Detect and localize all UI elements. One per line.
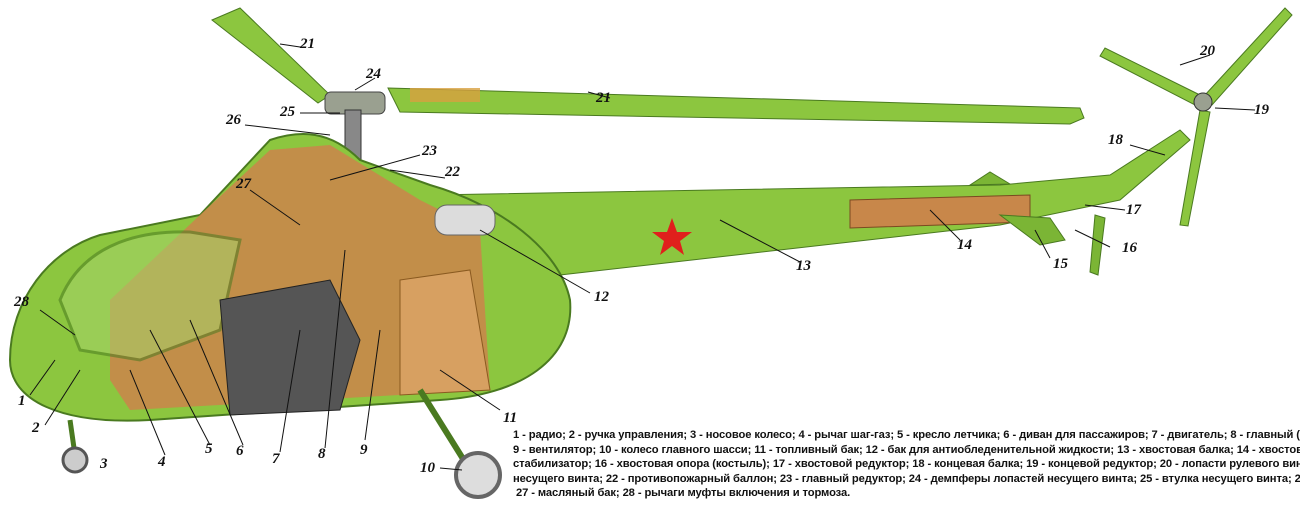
legend-line: 9 - вентилятор; 10 - колесо главного шас…	[513, 443, 1300, 456]
callout-14: 14	[957, 237, 972, 253]
callout-20: 20	[1200, 43, 1215, 59]
callout-9: 9	[360, 442, 368, 458]
legend-line: 1 - радио; 2 - ручка управления; 3 - нос…	[513, 429, 1300, 441]
leader-lines	[29, 43, 1256, 471]
callout-21-rear: 21	[300, 36, 315, 52]
fin	[968, 171, 1012, 186]
callout-5: 5	[205, 441, 213, 457]
callout-25: 25	[280, 104, 295, 120]
main-gear-strut	[417, 388, 473, 472]
parts-legend: 1 - радио; 2 - ручка управления; 3 - нос…	[513, 428, 1300, 501]
callout-12: 12	[594, 289, 609, 305]
legend-line: стабилизатор; 16 - хвостовая опора (кост…	[513, 458, 1300, 471]
rotor-hub	[324, 91, 386, 161]
antiicing-tank	[434, 204, 496, 236]
callout-8: 8	[318, 446, 326, 462]
tail-rotor-blade-2	[1204, 7, 1293, 106]
legend-line: 27 - масляный бак; 28 - рычаги муфты вкл…	[513, 487, 851, 500]
callout-4: 4	[158, 454, 166, 470]
callout-16: 16	[1122, 240, 1137, 256]
red-star	[652, 218, 692, 255]
callout-24: 24	[366, 66, 381, 82]
callout-13: 13	[796, 258, 811, 274]
callout-22: 22	[445, 164, 460, 180]
callout-19: 19	[1254, 102, 1269, 118]
legend-line: несущего винта; 22 - противопожарный бал…	[513, 472, 1300, 485]
callout-6: 6	[236, 443, 244, 459]
callout-3: 3	[100, 456, 108, 472]
callout-21-front: 21	[596, 90, 611, 106]
tail-rotor-blade-3	[1179, 109, 1211, 227]
main-wheel	[454, 451, 502, 499]
fuel-tank	[399, 269, 491, 396]
blade-grille	[410, 88, 480, 102]
callout-7: 7	[272, 451, 280, 467]
callout-15: 15	[1053, 256, 1068, 272]
engine	[219, 279, 361, 416]
tail-shaft	[849, 194, 1031, 229]
callout-2: 2	[32, 420, 40, 436]
stabilizer	[998, 214, 1066, 246]
cabin-interior	[110, 145, 490, 410]
tail-rotor-blade-1	[1099, 47, 1201, 106]
callout-26: 26	[226, 112, 241, 128]
callout-28: 28	[14, 294, 29, 310]
tail-rotor-hub	[1193, 92, 1213, 112]
tail-skid	[1089, 214, 1106, 276]
callout-1: 1	[18, 393, 26, 409]
callout-11: 11	[503, 410, 518, 426]
main-rotor-blade-front	[387, 87, 1085, 125]
callout-27: 27	[236, 176, 251, 192]
callout-10: 10	[420, 460, 435, 476]
main-rotor-blade-rear	[211, 7, 331, 104]
nose-wheel	[61, 446, 89, 474]
callout-18: 18	[1108, 132, 1123, 148]
callout-17: 17	[1126, 202, 1141, 218]
callout-23: 23	[422, 143, 437, 159]
